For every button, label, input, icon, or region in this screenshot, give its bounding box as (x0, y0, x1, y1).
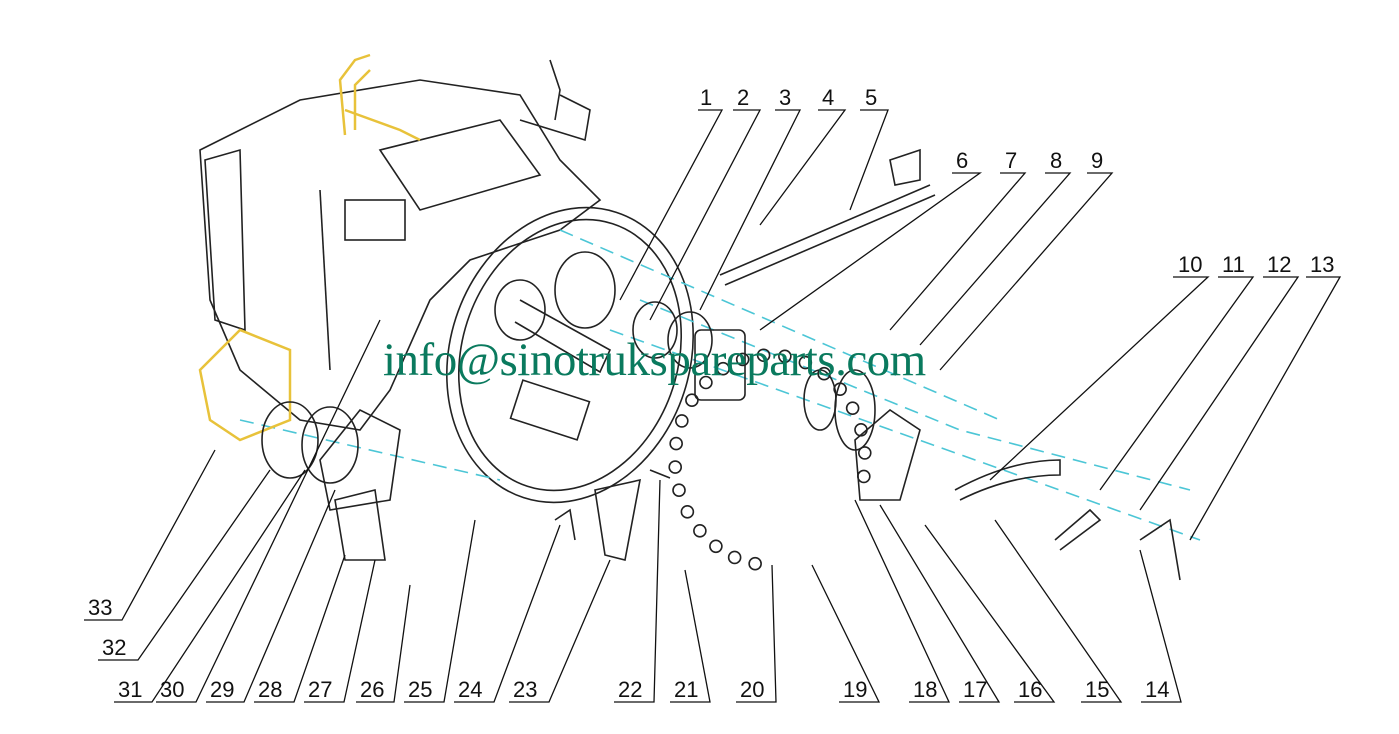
gearbox-housing (199, 53, 694, 504)
nut (680, 505, 695, 519)
nut (693, 524, 707, 538)
part-number: 32 (102, 635, 126, 660)
nut (833, 382, 847, 396)
label-22: 22 (614, 479, 661, 703)
part-number: 15 (1085, 677, 1109, 702)
label-33: 33 (84, 449, 216, 621)
part-number: 4 (822, 85, 834, 110)
nut (756, 348, 771, 363)
nut (857, 469, 871, 484)
nut (669, 436, 683, 451)
nut (672, 483, 686, 497)
part-number: 9 (1091, 148, 1103, 173)
part-number: 24 (458, 677, 482, 702)
nut (699, 375, 713, 390)
assembly-axis-lines (239, 229, 1201, 541)
label-30: 30 (156, 319, 381, 703)
label-28: 28 (254, 554, 346, 703)
label-16: 16 (924, 524, 1056, 703)
label-21: 21 (670, 569, 711, 703)
part-number: 17 (963, 677, 987, 702)
part-number: 10 (1178, 252, 1202, 277)
nut (709, 539, 723, 554)
watermark-email: info@sinotrukspareparts.com (383, 334, 926, 386)
label-25: 25 (404, 519, 476, 703)
label-4: 4 (759, 85, 847, 226)
label-23: 23 (509, 559, 611, 703)
part-number: 14 (1145, 677, 1169, 702)
label-12: 12 (1139, 252, 1300, 511)
part-number: 3 (779, 85, 791, 110)
part-number: 2 (737, 85, 749, 110)
part-number: 27 (308, 677, 332, 702)
label-11: 11 (1099, 252, 1255, 491)
part-number: 33 (88, 595, 112, 620)
nut (817, 366, 831, 381)
part-number: 30 (160, 677, 184, 702)
part-number: 6 (956, 148, 968, 173)
part-number: 1 (700, 85, 712, 110)
label-6: 6 (759, 148, 983, 331)
nut (716, 361, 730, 376)
label-20: 20 (736, 564, 777, 703)
label-5: 5 (849, 85, 889, 211)
part-number: 25 (408, 677, 432, 702)
nut (854, 423, 868, 437)
part-number: 28 (258, 677, 282, 702)
part-number: 11 (1222, 252, 1245, 277)
label-18: 18 (854, 499, 951, 703)
part-number: 22 (618, 677, 642, 702)
label-8: 8 (919, 148, 1072, 346)
nut (845, 401, 860, 415)
nut (778, 349, 792, 364)
label-29: 29 (206, 489, 336, 703)
label-17: 17 (879, 504, 1001, 703)
part-number: 18 (913, 677, 937, 702)
part-number: 8 (1050, 148, 1062, 173)
nut (798, 355, 813, 370)
parts (198, 148, 1181, 581)
part-number: 7 (1005, 148, 1017, 173)
label-1: 1 (619, 85, 724, 301)
label-15: 15 (994, 519, 1123, 703)
part-number: 31 (118, 677, 142, 702)
nut (675, 414, 689, 428)
label-3: 3 (699, 85, 802, 311)
label-27: 27 (304, 559, 376, 703)
part-number: 19 (843, 677, 867, 702)
label-31: 31 (114, 469, 306, 703)
label-2: 2 (649, 85, 762, 321)
part-number: 13 (1310, 252, 1334, 277)
label-32: 32 (98, 469, 271, 661)
part-number: 20 (740, 677, 764, 702)
label-13: 13 (1189, 252, 1342, 541)
label-14: 14 (1139, 549, 1182, 703)
nut (748, 556, 762, 571)
part-number: 26 (360, 677, 384, 702)
part-number: 23 (513, 677, 537, 702)
part-number: 5 (865, 85, 877, 110)
label-26: 26 (356, 584, 411, 703)
label-7: 7 (889, 148, 1027, 331)
part-labels: 1 2 3 4 5 6 7 8 9 10 11 12 13 33 32 31 3… (84, 85, 1342, 703)
label-24: 24 (454, 524, 561, 703)
nut (735, 352, 750, 367)
nut (668, 460, 683, 474)
label-19: 19 (811, 564, 881, 703)
nut (685, 393, 699, 408)
nut (857, 446, 872, 460)
label-10: 10 (989, 252, 1210, 481)
part-number: 12 (1267, 252, 1291, 277)
part-number: 29 (210, 677, 234, 702)
part-number: 21 (674, 677, 698, 702)
label-9: 9 (939, 148, 1114, 371)
nut (727, 550, 742, 565)
